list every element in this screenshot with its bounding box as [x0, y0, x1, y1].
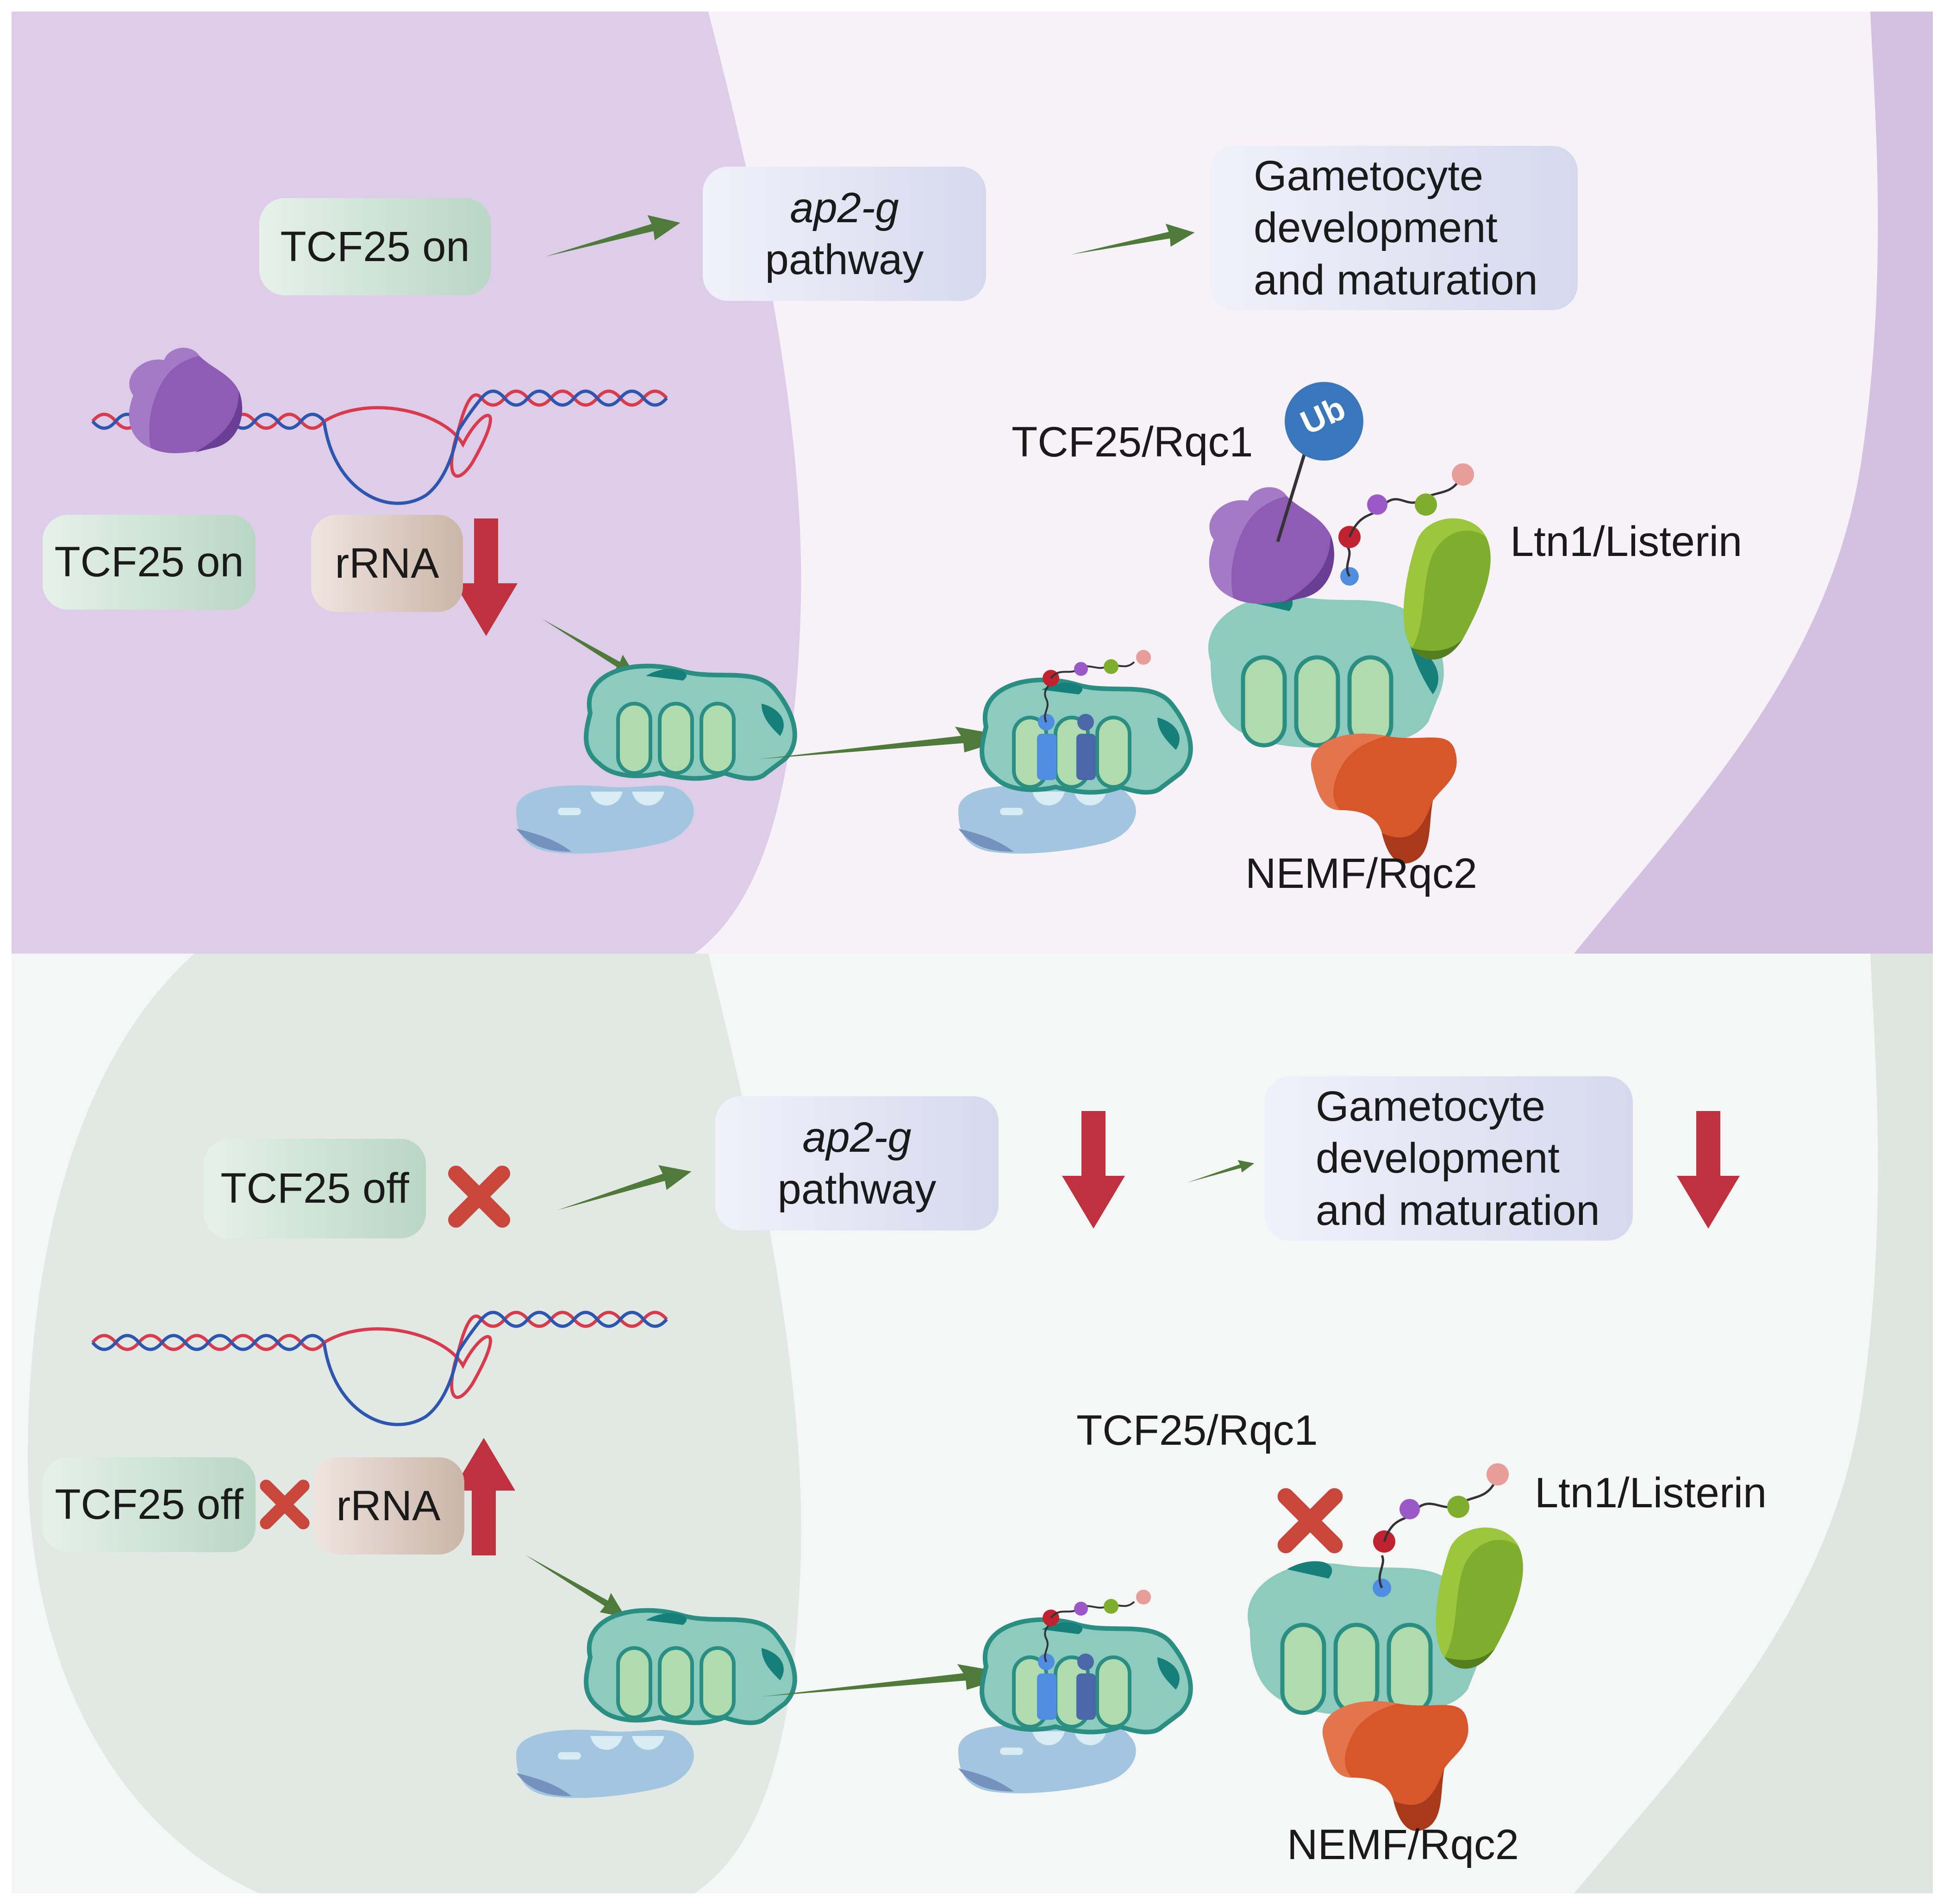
ltn1-label: Ltn1/Listerin	[1510, 518, 1743, 565]
nemf-label-2: NEMF/Rqc2	[1287, 1821, 1519, 1868]
rrna-box-2: rRNA	[312, 1457, 464, 1554]
tcf25-on-text: TCF25 on	[280, 223, 470, 270]
tcf25-on-text-2: TCF25 on	[54, 538, 244, 586]
gametocyte-line-3b: and maturation	[1316, 1186, 1600, 1234]
tcf25-off-box-2: TCF25 off	[43, 1457, 256, 1552]
tcf25-off-box: TCF25 off	[204, 1139, 426, 1238]
nemf-label: NEMF/Rqc2	[1245, 850, 1477, 897]
tcf25-on-box: TCF25 on	[259, 198, 491, 295]
gametocyte-line-3: and maturation	[1254, 256, 1538, 304]
gametocyte-line-2: development	[1254, 204, 1498, 252]
gametocyte-box: Gametocyte development and maturation	[1210, 146, 1578, 310]
pathway-text: pathway	[765, 236, 924, 283]
gametocyte-line-1b: Gametocyte	[1316, 1083, 1545, 1130]
ap2g-gene-text-2: ap2-g	[802, 1113, 912, 1161]
gametocyte-box-2: Gametocyte development and maturation	[1265, 1076, 1633, 1241]
ltn1-label-2: Ltn1/Listerin	[1535, 1469, 1767, 1517]
tcf25-rqc1-label-2: TCF25/Rqc1	[1076, 1407, 1318, 1454]
ap2g-pathway-box-2: ap2-g pathway	[715, 1096, 999, 1230]
tcf25-rqc1-label: TCF25/Rqc1	[1012, 418, 1253, 466]
gametocyte-line-1: Gametocyte	[1254, 152, 1483, 200]
pathway-text-2: pathway	[777, 1166, 937, 1213]
tcf25-off-text-2: TCF25 off	[55, 1481, 244, 1529]
gametocyte-line-2b: development	[1316, 1135, 1560, 1182]
rrna-text: rRNA	[335, 539, 439, 587]
rrna-text-2: rRNA	[336, 1482, 441, 1529]
ap2g-gene-text: ap2-g	[790, 184, 899, 231]
tcf25-off-text: TCF25 off	[220, 1165, 409, 1212]
tcf25-on-box-2: TCF25 on	[43, 515, 256, 610]
ap2g-pathway-box: ap2-g pathway	[703, 167, 986, 301]
ub-circle	[1285, 382, 1363, 461]
rrna-box: rRNA	[311, 515, 463, 612]
